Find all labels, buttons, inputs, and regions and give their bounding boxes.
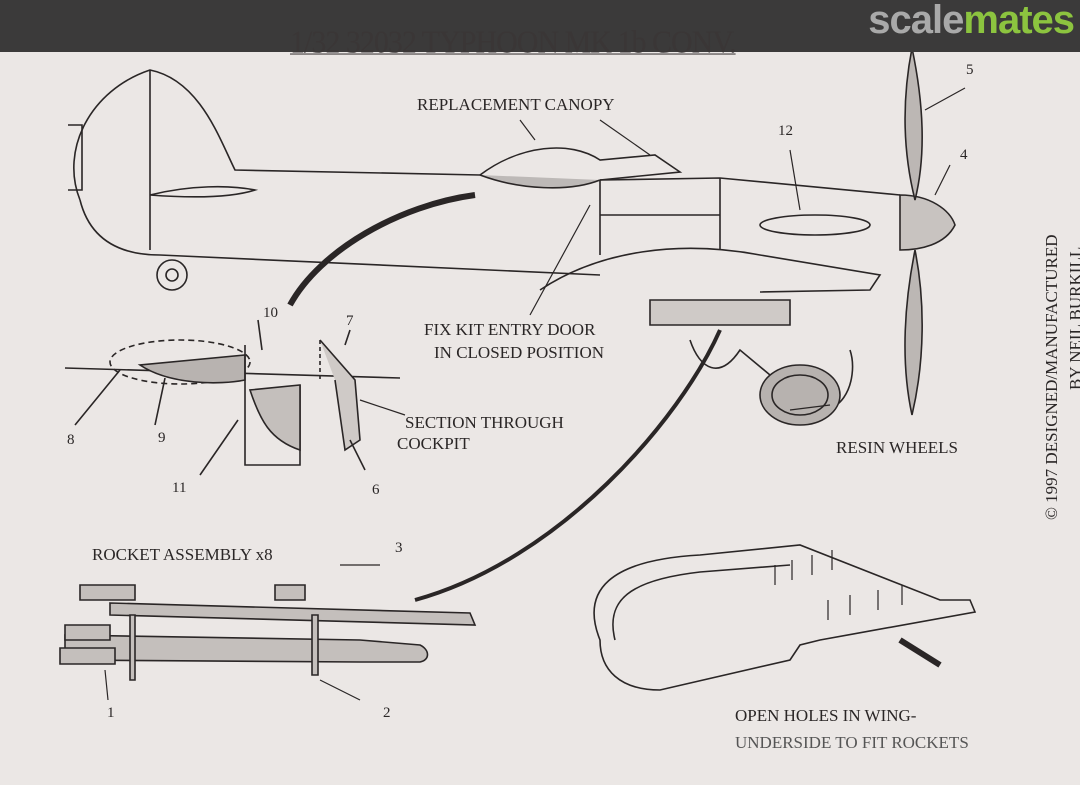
cockpit-section: [64, 319, 401, 476]
label-fix-kit-2: IN CLOSED POSITION: [434, 343, 604, 362]
propeller: [904, 47, 923, 416]
part-number-11: 11: [172, 480, 187, 496]
label-open-holes-1: OPEN HOLES IN WING-: [735, 706, 917, 725]
document-title: 1/32 32032 TYPHOON MK 1b CONV.: [290, 25, 737, 60]
wing-underside: [593, 544, 977, 691]
aircraft-side-view: [68, 69, 956, 426]
credit-line-1: © 1997 DESIGNED/MANUFACTURED: [1042, 234, 1061, 520]
part-number-6: 6: [372, 482, 380, 498]
label-open-holes-2: UNDERSIDE TO FIT ROCKETS: [735, 733, 969, 752]
rocket-arrow: [414, 329, 722, 602]
site-header-bar: [0, 0, 1080, 52]
label-replacement-canopy: REPLACEMENT CANOPY: [417, 95, 615, 114]
part-number-10: 10: [263, 305, 278, 321]
part-number-1: 1: [107, 705, 115, 721]
label-section-1: SECTION THROUGH: [405, 413, 564, 432]
part-number-7: 7: [346, 313, 354, 329]
part-number-4: 4: [960, 147, 968, 163]
label-rocket-assembly: ROCKET ASSEMBLY x8: [92, 545, 273, 564]
part-number-9: 9: [158, 430, 166, 446]
label-fix-kit-1: FIX KIT ENTRY DOOR: [424, 320, 596, 339]
part-number-2: 2: [383, 705, 391, 721]
rocket-assembly: [59, 584, 477, 681]
credit-line-2: BY NEIL BURKILL: [1066, 246, 1080, 390]
canopy-arrow: [287, 192, 476, 307]
label-resin-wheels: RESIN WHEELS: [836, 438, 958, 457]
credit-text: © 1997 DESIGNED/MANUFACTURED BY NEIL BUR…: [1040, 234, 1080, 520]
part-number-5: 5: [966, 62, 974, 78]
part-number-12: 12: [778, 123, 793, 139]
part-number-3: 3: [395, 540, 403, 556]
part-number-8: 8: [67, 432, 75, 448]
scalemates-logo[interactable]: scalemates: [868, 0, 1075, 42]
label-section-2: COCKPIT: [397, 434, 470, 453]
